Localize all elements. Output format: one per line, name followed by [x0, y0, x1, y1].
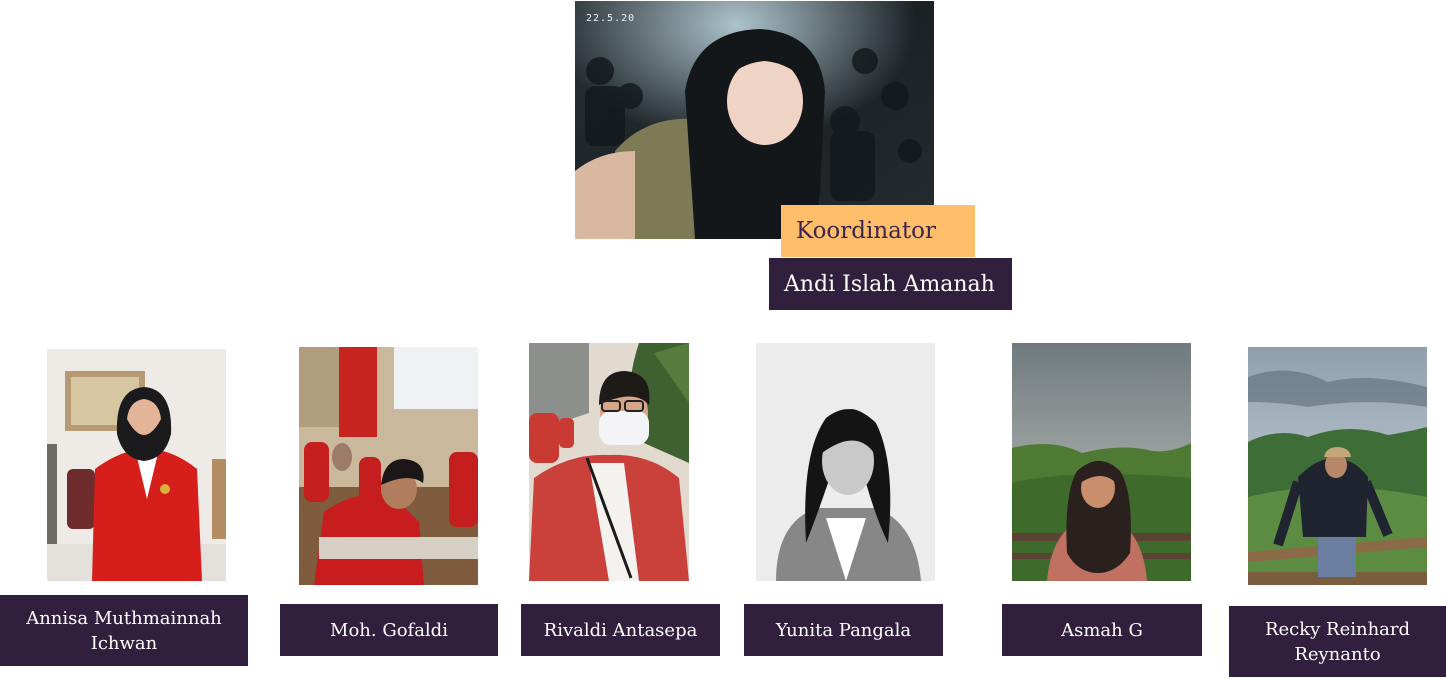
member-name-gofaldi: Moh. Gofaldi [280, 604, 498, 656]
member-name-recky: Recky Reinhard Reynanto [1229, 606, 1446, 677]
coordinator-name: Andi Islah Amanah [769, 258, 1012, 310]
coordinator-photo [575, 1, 934, 239]
photo-timestamp: 22.5.20 [586, 13, 636, 24]
member-photo-asmah [1012, 343, 1191, 581]
member-photo-recky [1248, 347, 1427, 585]
member-photo-annisa [47, 349, 226, 581]
member-photo-yunita [756, 343, 935, 581]
coordinator-role-label: Koordinator [781, 205, 975, 257]
member-name-asmah: Asmah G [1002, 604, 1202, 656]
member-name-yunita: Yunita Pangala [744, 604, 943, 656]
member-photo-rivaldi [529, 343, 689, 581]
member-name-annisa: Annisa Muthmainnah Ichwan [0, 595, 248, 666]
member-name-rivaldi: Rivaldi Antasepa [521, 604, 720, 656]
member-photo-gofaldi [299, 347, 478, 585]
